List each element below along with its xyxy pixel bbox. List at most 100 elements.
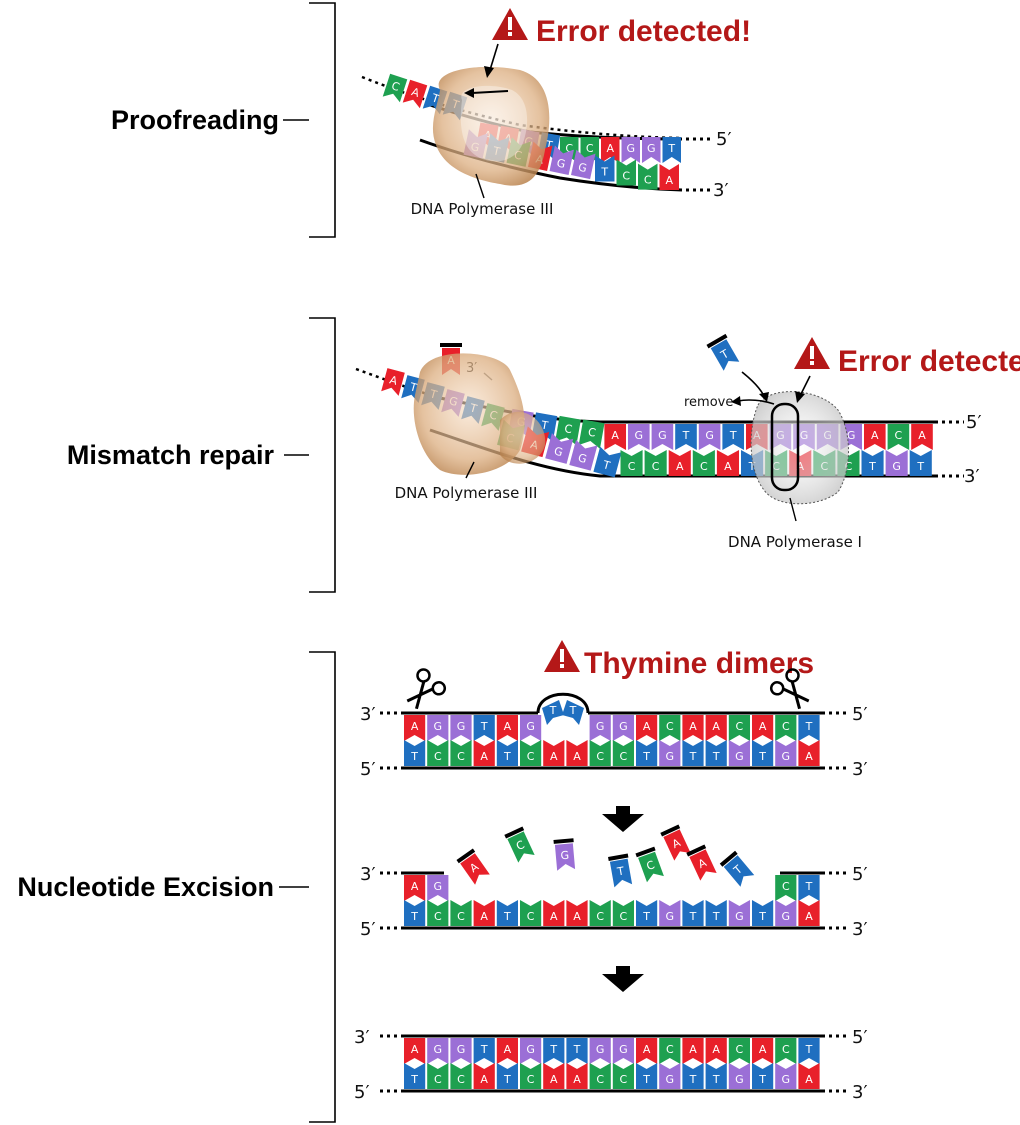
base-letter: G	[457, 720, 466, 733]
base-letter: A	[573, 910, 581, 923]
removed-base-cap	[440, 343, 462, 347]
bottom-base: C	[450, 900, 472, 926]
warning-bar	[508, 17, 512, 30]
bottom-base: A	[543, 1063, 565, 1089]
base-shape	[566, 1063, 588, 1089]
bottom-base: T	[682, 740, 704, 766]
top-base: C	[659, 715, 681, 741]
base-letter: A	[573, 1073, 581, 1086]
dimer-base-2: T	[569, 704, 577, 717]
scissors-left-icon	[406, 668, 447, 710]
row2-end-bl: 5′	[360, 919, 376, 940]
base-shape	[604, 424, 626, 450]
bottom-base: A	[716, 450, 739, 476]
top-base: T	[798, 715, 820, 741]
remove-arrow	[737, 399, 775, 405]
bottom-base: A	[473, 740, 495, 766]
base-shape	[520, 1063, 542, 1089]
bottom-base: C	[620, 450, 643, 476]
base-letter: T	[503, 910, 511, 923]
base-letter: A	[550, 750, 558, 763]
base-letter: G	[577, 161, 588, 175]
bottom-base: T	[636, 900, 658, 926]
base-shape	[705, 900, 727, 926]
base-shape	[689, 849, 717, 881]
base-shape	[798, 900, 820, 926]
base-letter: G	[666, 910, 675, 923]
dna-polymerase-i-label: DNA Polymerase I	[728, 533, 862, 551]
warning-bar	[810, 346, 814, 359]
base-letter: T	[689, 750, 697, 763]
base-letter: C	[620, 1073, 628, 1086]
base-shape	[636, 1063, 658, 1089]
base-shape	[775, 900, 797, 926]
base-shape	[752, 1038, 774, 1064]
base-letter: C	[586, 142, 594, 155]
free-base-shape	[710, 339, 740, 371]
base-shape	[554, 843, 576, 871]
base-letter: T	[805, 720, 813, 733]
base-letter: A	[759, 720, 767, 733]
base-shape	[520, 900, 542, 926]
row3-end-tr: 5′	[852, 1027, 868, 1048]
bottom-base: C	[520, 1063, 542, 1089]
scissors-ring	[416, 668, 431, 683]
base-shape	[775, 740, 797, 766]
base-letter: G	[596, 720, 605, 733]
row1-end-br: 3′	[852, 759, 868, 780]
base-letter: T	[868, 460, 876, 473]
base-letter: G	[457, 1043, 466, 1056]
loose-base: C	[382, 73, 408, 103]
base-shape	[644, 450, 667, 476]
base-shape	[798, 740, 820, 766]
proofreading-end-5: 5′	[716, 129, 732, 150]
top-base: A	[752, 715, 774, 741]
mismatch-bracket	[309, 317, 336, 593]
base-shape	[578, 419, 605, 449]
excised-nucleotide: C	[504, 826, 535, 863]
bottom-base: G	[569, 439, 598, 471]
base-letter: A	[573, 750, 581, 763]
bottom-base: C	[427, 900, 449, 926]
base-letter: A	[805, 1073, 813, 1086]
top-base: A	[404, 1038, 426, 1064]
mismatch-polymerase-iii-shape	[413, 353, 525, 475]
base-shape	[775, 1063, 797, 1089]
base-shape	[728, 1038, 750, 1064]
mismatch-section: Mismatch repair 5′ 3′ ATTGTC GTCCAGGTGTA…	[67, 317, 1020, 593]
base-shape	[427, 1038, 449, 1064]
top-base: T	[473, 1038, 495, 1064]
base-shape	[543, 1038, 565, 1064]
top-base: G	[642, 137, 661, 163]
row3-end-bl: 5′	[354, 1082, 370, 1103]
base-letter: G	[596, 1043, 605, 1056]
proofreading-enzyme-pointer	[475, 173, 485, 199]
base-shape	[595, 155, 615, 182]
bottom-base: T	[909, 450, 932, 476]
bottom-base: C	[450, 1063, 472, 1089]
base-shape	[798, 1038, 820, 1064]
base-letter: G	[555, 156, 566, 170]
base-shape	[612, 1063, 634, 1089]
base-shape	[705, 1063, 727, 1089]
base-letter: G	[647, 142, 656, 155]
base-shape	[496, 1038, 518, 1064]
base-letter: T	[712, 910, 720, 923]
bottom-base: T	[496, 900, 518, 926]
excised-nucleotide: A	[456, 848, 490, 885]
base-letter: G	[553, 444, 565, 459]
bottom-base: C	[520, 740, 542, 766]
base-shape	[722, 424, 744, 450]
base-shape	[682, 715, 704, 741]
loose-base: A	[381, 368, 405, 396]
base-letter: G	[666, 1073, 675, 1086]
mismatch-error-pointer-head	[795, 391, 805, 403]
base-shape	[659, 715, 681, 741]
base-shape	[698, 424, 721, 450]
base-shape	[663, 829, 691, 861]
base-shape	[798, 875, 820, 901]
base-letter: C	[527, 910, 535, 923]
base-letter: G	[782, 1073, 791, 1086]
